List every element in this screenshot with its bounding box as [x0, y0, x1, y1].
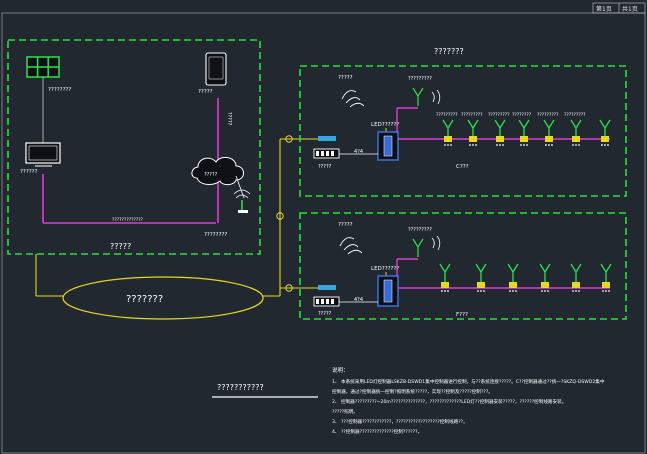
top-antenna-icon [412, 87, 424, 106]
node-label: ????????? [461, 112, 483, 118]
lighting-node: ????????? [537, 112, 559, 146]
note-line: 控制器，通过?控制器统一控制?照明系统?????，实现??控制及?????控制?… [332, 388, 493, 395]
node-label: ????????? [537, 112, 559, 118]
notes-heading: 说明： [332, 366, 349, 374]
lighting-node [439, 263, 451, 292]
ellipse-label: ??????? [126, 294, 163, 305]
cloud-icon [191, 156, 244, 186]
sheet-label: 第1页 [596, 5, 612, 13]
bottom-antenna-icon [412, 238, 424, 257]
lighting-node: ????????? [436, 112, 458, 146]
legend-title: ??????????? [217, 383, 264, 392]
top-switch-icon [318, 136, 336, 141]
cloud-to-router-line [235, 175, 245, 199]
title-block: 第1页 共1页 [592, 2, 646, 14]
bottom-dish-label: ????? [338, 222, 353, 228]
bottom-ctrl-label: ????? [318, 311, 332, 317]
bus-text: ????????????? [112, 217, 144, 223]
note-line: 4、 ??控制器??????????????控制??????。 [332, 428, 422, 435]
grid-panel-icon [26, 56, 60, 78]
node-label: ????????? [488, 112, 510, 118]
note-line: 2、 控制器?????????~20m??????????????，??????… [332, 398, 566, 405]
junction-middle [276, 212, 284, 220]
bottom-module-label: LED?????? [371, 266, 399, 272]
lighting-node: ????????? [488, 112, 510, 146]
node-label: ???????? [512, 112, 532, 118]
bottom-dish-icon [339, 237, 363, 255]
top-module-label: LED?????? [371, 122, 399, 128]
top-node-row: ????????????????????????????????????????… [436, 112, 611, 146]
bottom-panel-border [299, 212, 627, 320]
notes-block: 说明： 1、 本系统采用LED灯控制器LSKZB-DSWD1集中控制器进行控制，… [332, 366, 605, 435]
monitor-icon [25, 142, 61, 167]
top-antenna-label: ????????? [408, 76, 432, 82]
junction-top [285, 135, 293, 143]
top-ctrl-label: ????? [318, 164, 332, 170]
monitor-label: ?????? [20, 169, 38, 175]
bottom-floor-label: F??? [456, 312, 468, 318]
lighting-node: ????????? [461, 112, 483, 146]
network-ellipse [62, 276, 264, 320]
left-wiring [42, 98, 219, 224]
note-line: 3、 ???控制器????????????，??????????????????… [332, 418, 468, 425]
lighting-node: ????????? [564, 112, 586, 146]
lighting-node [600, 263, 612, 292]
cable-label: ????? [226, 112, 232, 126]
lighting-node [570, 263, 582, 292]
bottom-controller-box [313, 296, 340, 307]
pc-label: ???????? [48, 87, 71, 93]
top-cable-label: 4?4 [354, 149, 363, 155]
top-panel-border [299, 65, 627, 197]
bottom-node-row [439, 263, 612, 292]
bottom-antenna-label: ????????? [408, 227, 432, 233]
note-line: ?????照明。 [332, 409, 358, 415]
top-dish-label: ????? [338, 75, 353, 81]
left-panel-border [7, 39, 261, 255]
lighting-node [599, 119, 611, 146]
phone-label: ????? [198, 89, 213, 95]
bottom-cable-label: 4?4 [354, 297, 363, 303]
top-controller-box [313, 148, 340, 159]
top-dish-icon [341, 90, 365, 108]
bottom-led-module [377, 272, 399, 307]
junction-bottom [285, 284, 293, 292]
lighting-node [539, 263, 551, 292]
top-floor-label: C??? [456, 164, 469, 170]
bottom-switch-icon [318, 285, 336, 290]
router-label: ???????? [204, 232, 227, 238]
node-label: ????????? [564, 112, 586, 118]
node-label: ????????? [436, 112, 458, 118]
phone-icon [205, 52, 227, 86]
top-panel-title: ??????? [434, 47, 464, 56]
top-signal-icon [431, 89, 441, 105]
cloud-label: ????? [204, 172, 218, 178]
total-label: 共1页 [622, 5, 638, 13]
note-line: 1、 本系统采用LED灯控制器LSKZB-DSWD1集中控制器进行控制，与??系… [332, 378, 605, 385]
top-led-module [377, 128, 399, 161]
left-panel-title: ????? [110, 242, 131, 251]
router-icon [233, 189, 251, 213]
bottom-signal-icon [431, 235, 441, 251]
drawing-frame [1, 12, 646, 454]
lighting-node [475, 263, 487, 292]
network-lines [35, 138, 318, 297]
lighting-node [507, 263, 519, 292]
lighting-node: ???????? [512, 112, 532, 146]
